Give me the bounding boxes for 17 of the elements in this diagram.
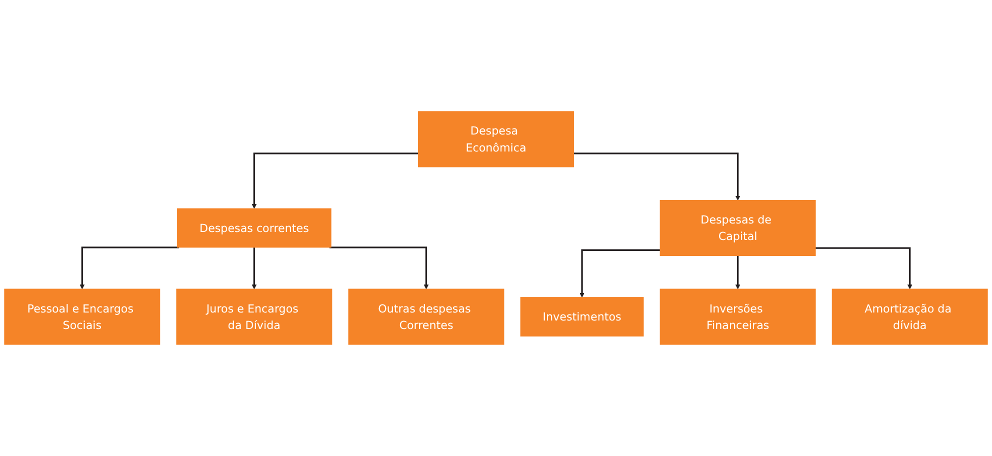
node-box: Juros e Encargos da Dívida — [176, 288, 332, 345]
arrow — [735, 254, 740, 290]
node-box: Despesa Econômica — [418, 111, 574, 168]
arrow — [580, 249, 660, 298]
node-box: Despesas de Capital — [660, 200, 816, 256]
arrow — [252, 246, 257, 290]
node-box: Investimentos — [520, 297, 644, 336]
node-box: Despesas correntes — [177, 208, 332, 248]
arrow — [80, 246, 179, 290]
node-box: Outras despesas Correntes — [348, 288, 504, 345]
arrow — [816, 247, 912, 290]
arrow — [329, 246, 429, 290]
arrow — [252, 152, 418, 209]
node-box: Inversões Financeiras — [660, 288, 816, 345]
node-box: Amortização da dívida — [832, 288, 988, 345]
arrow — [574, 152, 740, 200]
node-box: Pessoal e Encargos Sociais — [4, 288, 160, 345]
